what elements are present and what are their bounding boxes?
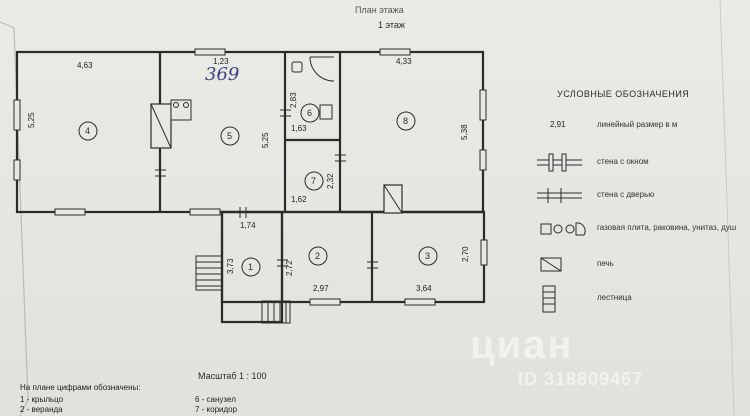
- dim-2-83: 2,83: [289, 92, 298, 108]
- room-number: 4: [85, 126, 91, 136]
- scale-label: Масштаб 1 : 100: [198, 371, 267, 381]
- dim-1-62: 1,62: [291, 195, 307, 204]
- dim-2-97: 2,97: [313, 284, 329, 293]
- legend-item-stair: лестница: [597, 293, 632, 302]
- room-number: 5: [227, 131, 233, 141]
- note-item: 6 - санузел: [195, 395, 236, 404]
- dim-5-25-right: 5,25: [261, 132, 270, 148]
- room-number: 6: [307, 108, 313, 118]
- note-item: 7 - коридор: [195, 405, 238, 414]
- legend-item-dimension: линейный размер в м: [597, 120, 678, 129]
- dim-5-25-left: 5,25: [27, 112, 36, 128]
- dim-4-33: 4,33: [396, 57, 412, 66]
- legend-title: УСЛОВНЫЕ ОБОЗНАЧЕНИЯ: [557, 89, 690, 99]
- dim-3-64: 3,64: [416, 284, 432, 293]
- legend-item-fixtures: газовая плита, раковина, унитаз, душ: [597, 224, 737, 232]
- dim-2-70: 2,70: [461, 246, 470, 262]
- note-item: 2 - веранда: [20, 405, 63, 414]
- dim-2-72: 2,72: [285, 260, 294, 276]
- room-number: 1: [248, 262, 254, 272]
- legend-dimension-symbol: 2,91: [550, 120, 566, 129]
- dim-2-32: 2,32: [326, 173, 335, 189]
- watermark-brand: циан: [470, 323, 574, 367]
- legend-item-door-wall: стена с дверью: [597, 190, 655, 199]
- room-number: 8: [403, 116, 409, 126]
- watermark-id: ID 318809467: [518, 369, 644, 389]
- legend-item-stove: печь: [597, 259, 614, 268]
- dim-5-38: 5,38: [460, 124, 469, 140]
- dim-1-74: 1,74: [240, 221, 256, 230]
- room-number: 7: [311, 176, 317, 186]
- note-item: 1 - крыльцо: [20, 395, 64, 404]
- room-number: 3: [425, 251, 431, 261]
- floor-label: 1 этаж: [378, 20, 405, 30]
- dim-1-23: 1,23: [213, 57, 229, 66]
- room-number: 2: [315, 251, 321, 261]
- dim-3-73: 3,73: [226, 258, 235, 274]
- dim-1-63: 1,63: [291, 124, 307, 133]
- notes-title: На плане цифрами обозначены:: [20, 383, 141, 392]
- legend-item-window-wall: стена с окном: [597, 157, 649, 166]
- legend-symbols: [537, 153, 586, 313]
- dim-4-63: 4,63: [77, 61, 93, 70]
- handwritten-note: 369: [205, 64, 240, 85]
- plan-title: План этажа: [355, 5, 404, 15]
